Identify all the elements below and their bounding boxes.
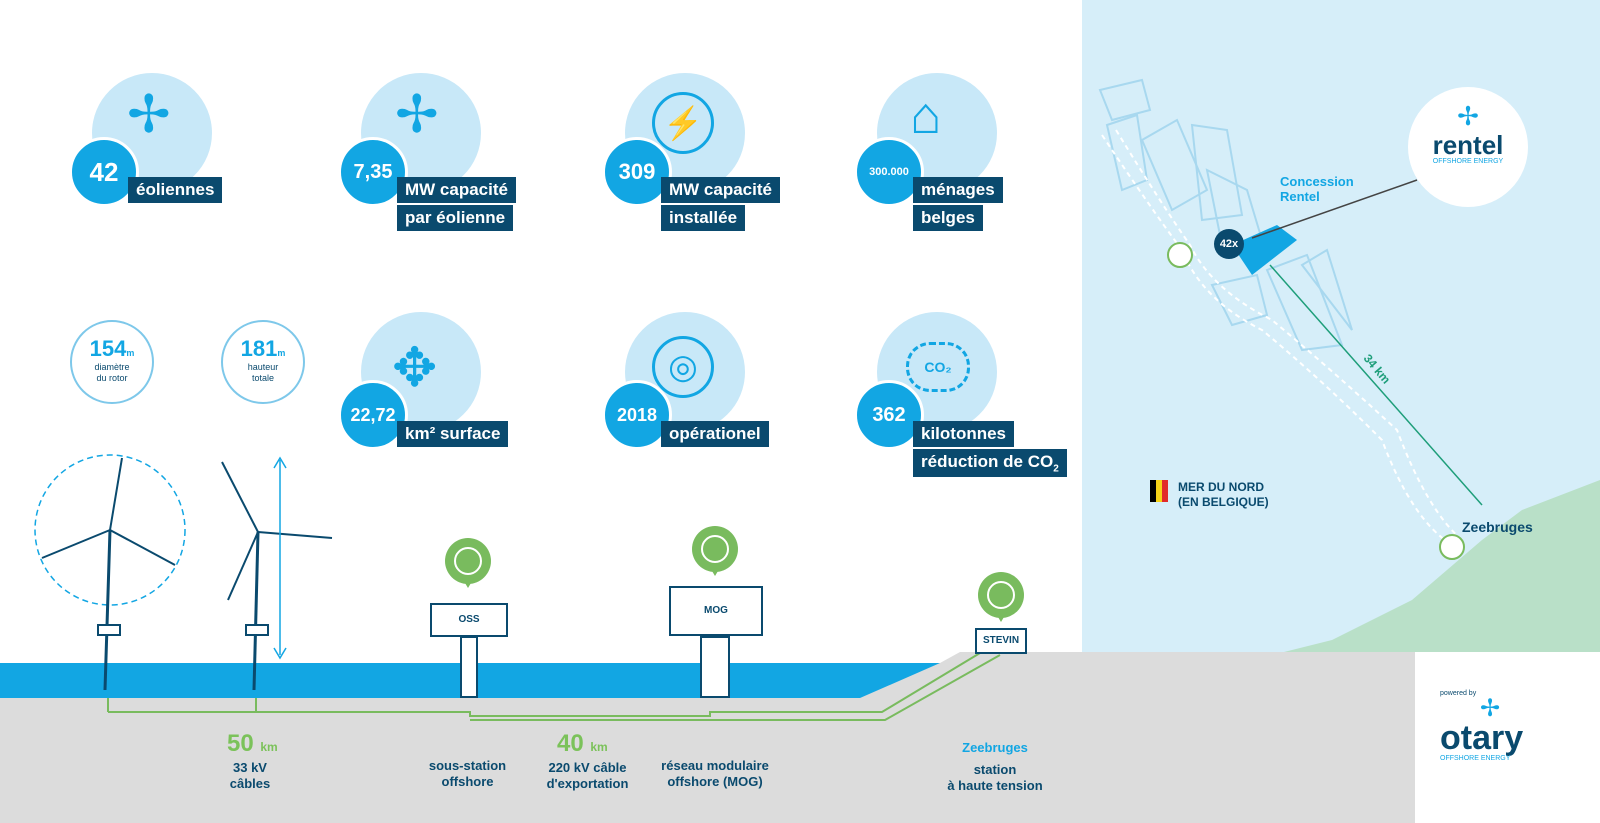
stat-co2-label2: réduction de CO2 [913,449,1067,478]
oss-pillar [460,636,478,698]
otary-panel [1415,652,1600,823]
lightning-icon: ⚡ [652,92,714,154]
turbine-power-icon: ✢ [395,86,439,144]
belgian-flag-icon [1150,480,1168,502]
stat-surface-value: 22,72 [338,380,408,450]
stat-surface-label: km² surface [397,421,509,447]
turbine-diagram [34,454,333,691]
stevin-pin-icon [978,572,1024,622]
stat-capacity-label2: par éolienne [397,205,514,231]
rentel-logo: ✢ rentel OFFSHORE ENERGY [1408,87,1528,207]
stat-installed-value: 309 [602,137,672,207]
wind-turbine-icon: ✢ [127,86,171,144]
mog-pin-icon [692,526,738,576]
stat-turbines-value: 42 [69,137,139,207]
co2-cloud-icon: CO₂ [906,342,970,392]
count-badge: 42x [1214,229,1244,259]
stat-households-label2: belges [913,205,983,231]
belgian-coast [1232,480,1600,665]
port-label: Zeebruges [1462,519,1533,535]
stat-capacity-label1: MW capacité [397,177,516,203]
mog-pillar [700,636,730,698]
sea-label: MER DU NORD(EN BELGIQUE) [1178,480,1269,509]
stat-capacity-value: 7,35 [338,137,408,207]
stat-co2-label1: kilotonnes [913,421,1015,447]
target-icon: ◎ [652,336,714,398]
stat-installed-label2: installée [661,205,746,231]
house-plug-icon: ⌂ [910,87,942,145]
stat-households-label1: ménages [913,177,1003,203]
stat-co2-value: 362 [854,380,924,450]
otary-logo: powered by ✢ otary OFFSHORE ENERGY [1440,690,1560,762]
oss-pin-icon [445,538,491,588]
otary-turbine-icon: ✢ [1480,695,1501,722]
stat-operational-value: 2018 [602,380,672,450]
mog-station: MOG [669,586,763,636]
cable1-km: 50 km [227,730,278,757]
rentel-concession-area [1232,225,1297,275]
arrows-icon: ✥ [392,338,438,398]
cable2-km: 40 km [557,730,608,757]
map-drawing [1098,78,1600,665]
stevin-station: STEVIN [975,628,1027,654]
oss-station: OSS [430,603,508,637]
stat-operational-label: opérationel [661,421,769,447]
stat-households-value: 300.000 [854,137,924,207]
stat-installed-label1: MW capacité [661,177,780,203]
rentel-turbine-icon: ✢ [1457,101,1479,131]
stat-turbines-label: éoliennes [128,177,223,203]
